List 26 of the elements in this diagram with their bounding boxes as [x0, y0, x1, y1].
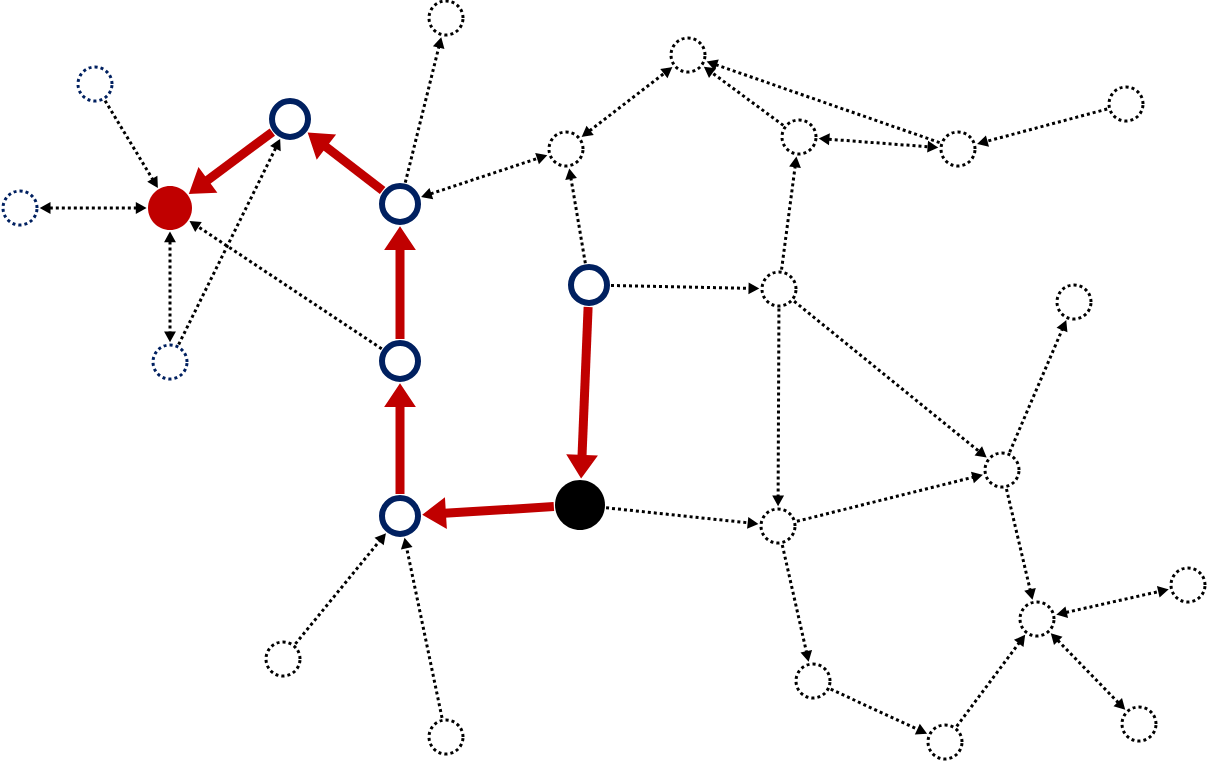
- dotted-circle: [1018, 600, 1056, 638]
- ring-node: [379, 183, 421, 225]
- dotted-circle: [759, 507, 797, 545]
- dotted-circle: [1169, 566, 1207, 604]
- ring-node: [379, 495, 421, 537]
- dotted-circle: [780, 118, 818, 156]
- filled-circle: [148, 186, 192, 230]
- dotted-circle: [1, 189, 39, 227]
- dotted-circle: [760, 270, 798, 308]
- dotted-circle: [547, 130, 585, 168]
- dotted-circle: [939, 130, 977, 168]
- dotted-circle: [669, 36, 707, 74]
- dotted-circle: [264, 640, 302, 678]
- ring-node: [269, 98, 311, 140]
- filled-circle: [555, 480, 605, 530]
- dotted-circle: [1120, 705, 1158, 743]
- ring-node: [568, 264, 610, 306]
- dotted-circle: [427, 718, 465, 756]
- dotted-circle: [76, 65, 114, 103]
- ring-node: [379, 340, 421, 382]
- dotted-circle: [983, 451, 1021, 489]
- dotted-circle: [1055, 283, 1093, 321]
- dotted-circle: [151, 343, 189, 381]
- dotted-circle: [1107, 85, 1145, 123]
- dotted-circle: [794, 662, 832, 700]
- dotted-circle: [926, 723, 964, 761]
